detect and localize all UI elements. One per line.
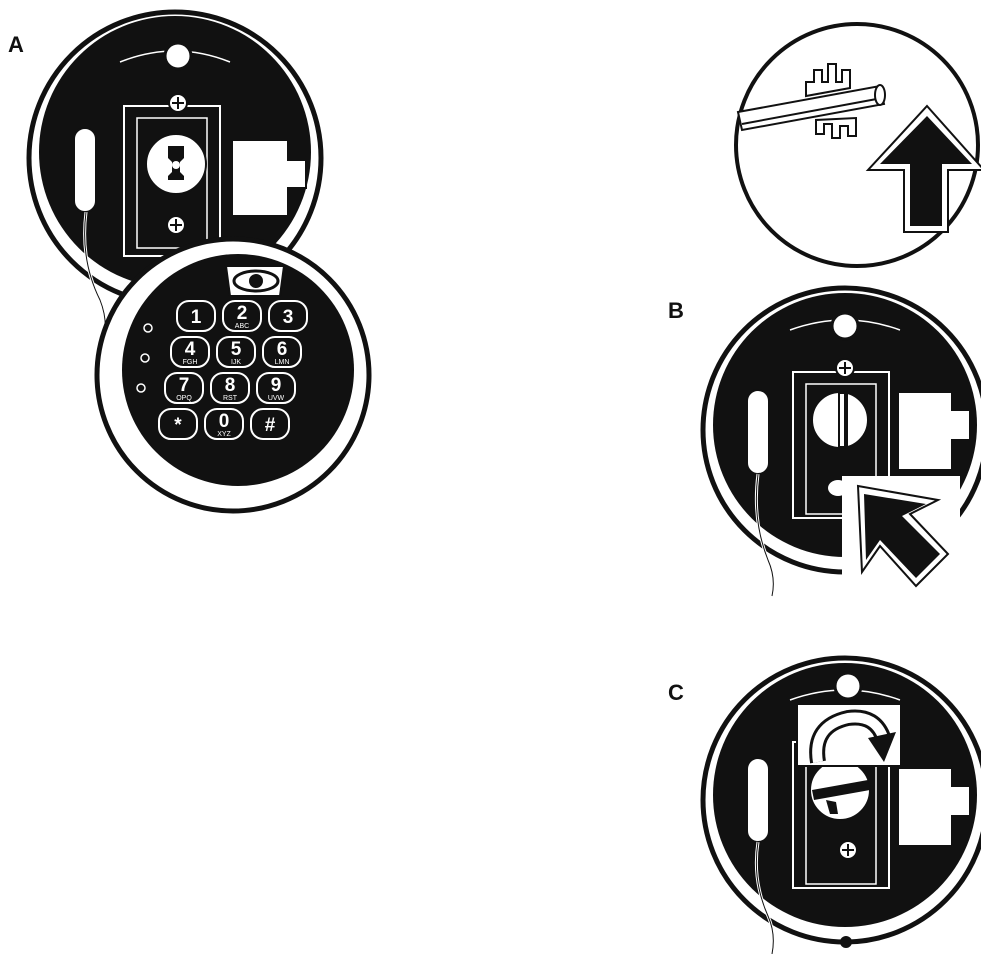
key-letters: LMN [275,359,290,366]
key-number: 2 [237,303,248,324]
key-number: # [265,415,276,436]
lock-body-c [703,658,981,954]
key-letters: UVW [268,395,285,402]
step-c-label: C [668,680,684,705]
key-letters: ABC [235,323,249,330]
key-detail [736,24,981,266]
key-letters: XYZ [217,431,231,438]
key-number: 1 [191,307,202,328]
keypad-key[interactable]: 1 [177,301,215,331]
key-letters: OPQ [176,395,192,402]
key-number: 6 [277,339,288,360]
key-number: 3 [283,307,294,328]
key-letters: FGH [183,359,198,366]
key-number: 4 [185,339,196,360]
keypad-key[interactable]: # [251,409,289,439]
key-number: 8 [225,375,236,396]
eye-icon [226,266,284,296]
pointer-arrow-icon [842,476,960,594]
key-letters: IJK [231,359,241,366]
key-number: * [174,415,182,436]
step-b-label: B [668,298,684,323]
key-number: 0 [219,411,230,432]
keyhole-icon [146,134,206,194]
rotate-arrow-icon [797,704,901,766]
key-number: 5 [231,339,242,360]
screw-icon [169,94,187,112]
keypad-key[interactable]: * [159,409,197,439]
key-number: 9 [271,375,282,396]
key-letters: RST [223,395,238,402]
key-number: 7 [179,375,190,396]
step-a-label: A [8,32,24,57]
screw-icon [167,216,185,234]
keypad-key[interactable]: 3 [269,301,307,331]
